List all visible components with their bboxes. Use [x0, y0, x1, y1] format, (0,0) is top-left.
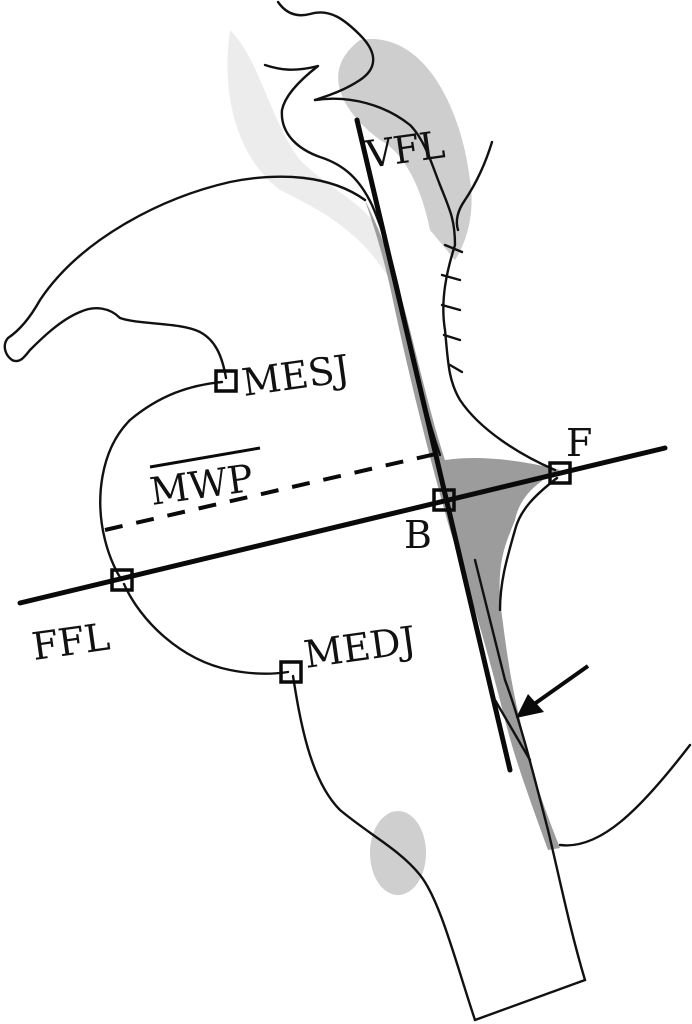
wall-ridge-1	[443, 243, 464, 254]
upper-left-light-shading	[227, 30, 390, 280]
f-label: F	[566, 421, 592, 465]
ffl-label: FFL	[29, 614, 112, 668]
short-inner-line	[493, 698, 532, 762]
arrow-shaft	[528, 664, 590, 709]
b-label: B	[404, 513, 432, 557]
ffl-marker	[110, 568, 134, 592]
ffl-reference-line	[17, 445, 668, 606]
posterior-wall-right-line	[455, 140, 494, 232]
mesj-label: MESJ	[239, 346, 352, 405]
mesj-to-ffl-line	[99, 380, 224, 582]
arrow-head-icon	[516, 694, 544, 718]
b-marker	[432, 488, 456, 512]
upper-soft-tissue-shading	[338, 39, 472, 260]
tube-left-edge	[473, 978, 587, 1022]
upper-contour-line	[276, 0, 375, 102]
wall-ridge-2	[440, 273, 462, 282]
mesj-marker	[214, 369, 238, 393]
lower-right-contour	[558, 743, 692, 847]
ffl-to-medj-line	[122, 582, 290, 675]
mwp-overline	[149, 446, 261, 469]
medj-label: MEDJ	[301, 618, 418, 677]
wall-ridge-3	[440, 303, 462, 312]
epiglottis-edge	[498, 476, 559, 612]
wall-ridge-4	[442, 333, 462, 342]
medj-marker	[279, 660, 303, 684]
mwp-dashed-line	[104, 451, 441, 532]
wall-ridge-5	[448, 363, 464, 374]
airway-shading	[365, 200, 560, 850]
vfl-reference-line	[354, 117, 513, 773]
lower-anterior-contour	[291, 674, 477, 1022]
tongue-dorsum-line	[3, 175, 367, 380]
f-marker	[548, 461, 572, 485]
